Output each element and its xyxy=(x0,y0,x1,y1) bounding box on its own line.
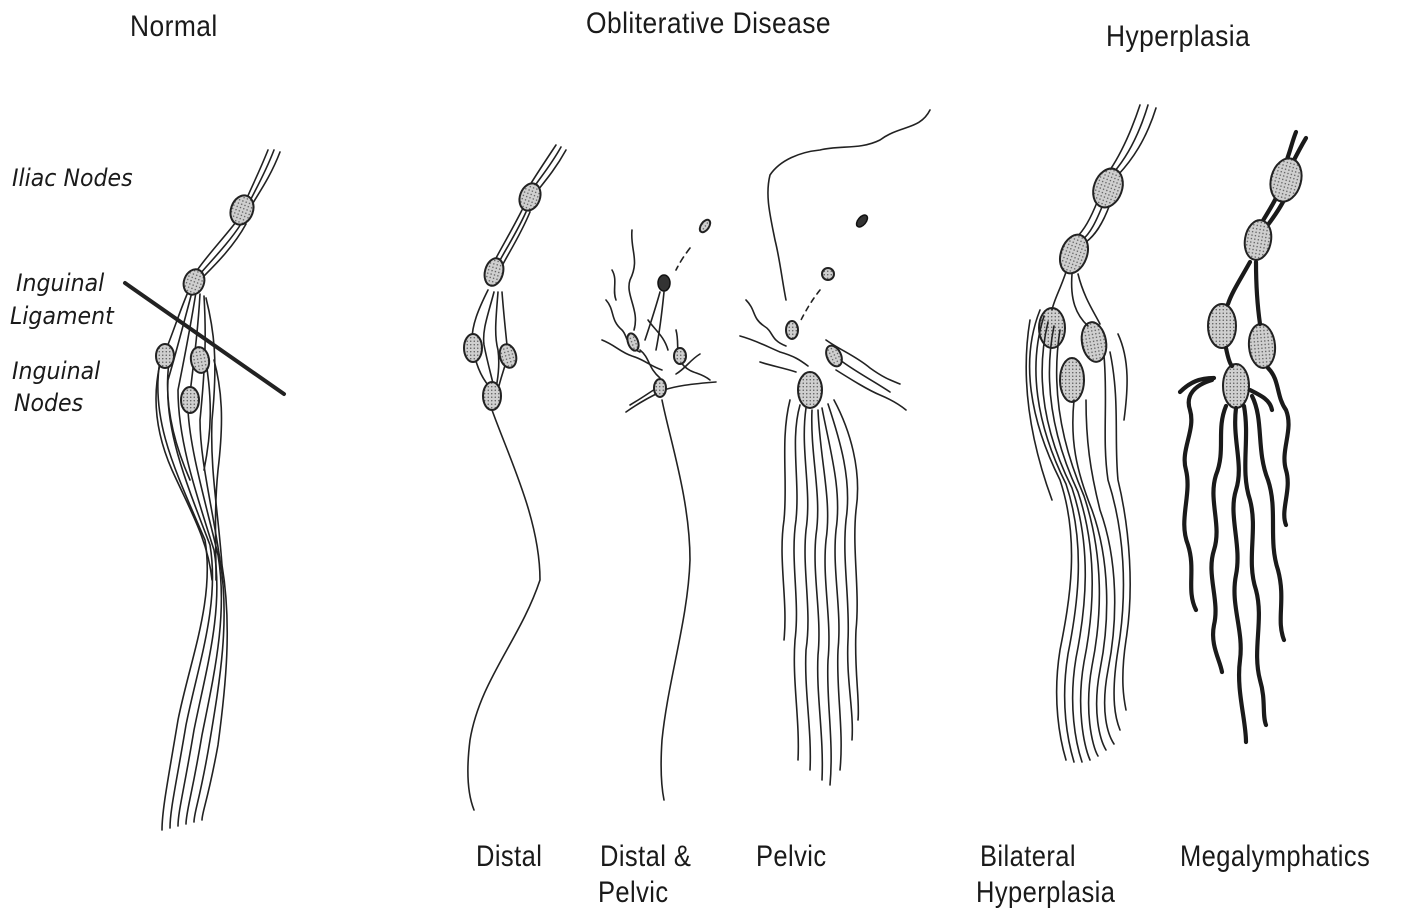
megalymphatics-lymphatics xyxy=(1180,132,1306,742)
bilateral-hyperplasia-lymphatics xyxy=(1026,105,1156,762)
pelvic-lymphatics xyxy=(740,110,930,785)
distal-pelvic-lymphatics xyxy=(602,218,716,800)
normal-lymphatics xyxy=(125,150,284,830)
distal-lymphatics xyxy=(464,145,566,810)
